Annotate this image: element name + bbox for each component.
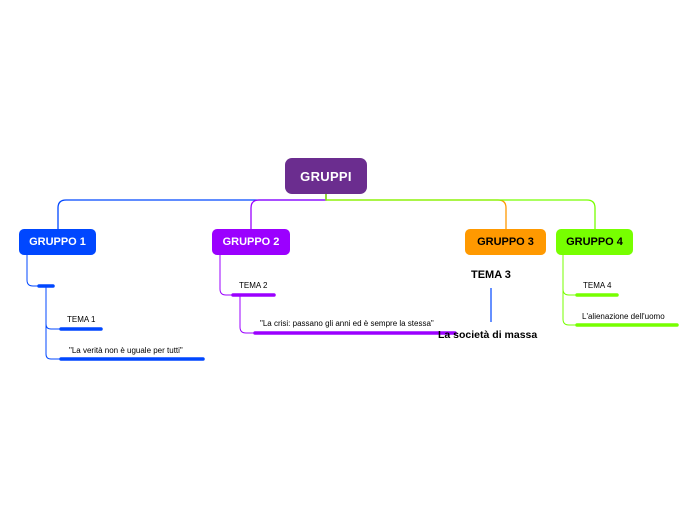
- group-node-gruppo-1[interactable]: GRUPPO 1: [19, 229, 96, 255]
- topic-tema-2[interactable]: TEMA 2: [239, 281, 268, 290]
- root-node[interactable]: GRUPPI: [285, 158, 367, 194]
- link-root-gruppo4: [325, 194, 596, 229]
- link-root-gruppo3: [325, 194, 507, 229]
- group-node-gruppo-2[interactable]: GRUPPO 2: [212, 229, 290, 255]
- link-root-gruppo1: [57, 194, 327, 229]
- link-gruppo4-tema4: [562, 255, 577, 296]
- topic-tema-1[interactable]: TEMA 1: [67, 315, 96, 324]
- topic-subject-4[interactable]: L'alienazione dell'uomo: [582, 312, 665, 321]
- group-node-gruppo-4[interactable]: GRUPPO 4: [556, 229, 633, 255]
- topic-tema-3[interactable]: TEMA 3: [471, 269, 511, 281]
- link-gruppo1-hub: [26, 255, 39, 287]
- link-tema2-quote2: [239, 296, 255, 334]
- topic-tema-4[interactable]: TEMA 4: [583, 281, 612, 290]
- group-node-gruppo-3[interactable]: GRUPPO 3: [465, 229, 546, 255]
- link-hub-quote1: [45, 287, 61, 360]
- topic-quote-2[interactable]: "La crisi: passano gli anni ed è sempre …: [260, 319, 434, 328]
- topic-subject-3[interactable]: La società di massa: [438, 329, 538, 341]
- link-hub-tema1: [45, 287, 61, 330]
- link-gruppo4-subject4: [562, 289, 577, 326]
- link-gruppo2-tema2: [219, 255, 233, 296]
- link-root-gruppo2: [250, 194, 327, 229]
- topic-quote-1[interactable]: "La verità non è uguale per tutti": [69, 346, 183, 355]
